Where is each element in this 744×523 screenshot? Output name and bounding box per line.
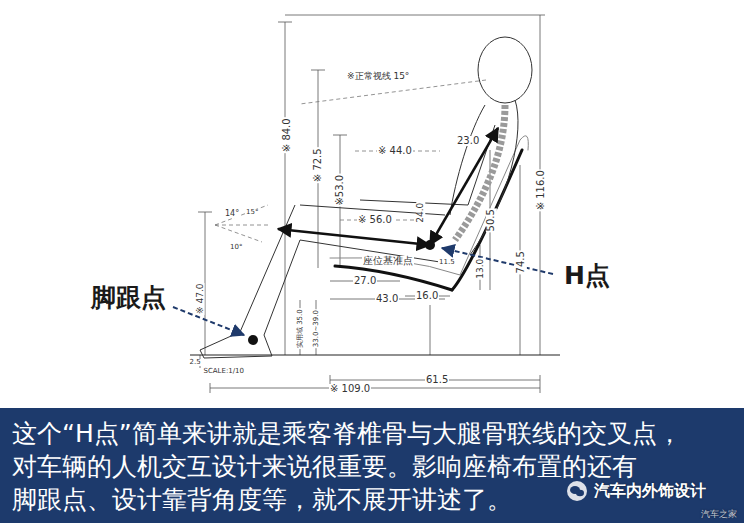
measure-arrow: [278, 128, 498, 245]
sight-line-label: ※正常视线 15°: [346, 72, 410, 81]
human-figure-part: [240, 205, 295, 332]
human-figure: [200, 37, 532, 358]
spine: [455, 105, 505, 240]
callout-arrow-part: [173, 307, 244, 335]
callout-label: 脚跟点: [90, 285, 167, 311]
dimension-line-part: [210, 388, 540, 389]
dimension-label: ※ 44.0: [377, 146, 413, 157]
human-figure-part: [264, 240, 300, 335]
floor-line-part: [190, 354, 560, 355]
angle-label: 10°: [229, 244, 243, 251]
measure-arrow-part: [430, 128, 498, 245]
dimension-line-part: [333, 135, 347, 136]
dimension-line-part: [210, 375, 540, 393]
dimension-label: 61.5: [425, 375, 449, 386]
dimension-label: 13.0: [476, 257, 485, 279]
spine-part: [455, 105, 505, 240]
measure-arrow-part: [278, 229, 430, 245]
callout-label: H点: [563, 263, 611, 289]
callout-arrow: [173, 248, 553, 335]
human-figure-part: [200, 332, 272, 358]
watermark: 汽车内外饰设计: [593, 483, 707, 500]
icon-bubble: [576, 490, 584, 496]
caption-text: 这个“H点”简单来讲就是乘客脊椎骨与大腿骨联线的交叉点， 对车辆的人机交互设计来…: [12, 417, 724, 516]
dimension-label: ※ 116.0: [536, 169, 547, 211]
dimension-label: ※ 109.0: [329, 384, 371, 395]
dimension-label: 24.0: [416, 201, 425, 223]
reference-point-part: [248, 335, 258, 345]
seat-part: [335, 266, 452, 290]
dimension-line-part: [285, 22, 286, 355]
dimension-line-part: [311, 70, 325, 71]
dimension-label: ※ 84.0: [282, 117, 293, 153]
dimension-label: ※ 72.5: [313, 147, 324, 183]
dimension-line-part: [278, 22, 292, 23]
dimension-label: 16.0: [415, 291, 439, 302]
seat-reference-label: 座位基准点: [362, 256, 414, 267]
dimension-line-part: [430, 305, 431, 355]
dimension-label: 50.5: [486, 208, 497, 232]
angle-label: 15°: [245, 209, 259, 216]
reference-line-part: [300, 80, 486, 104]
dimension-label: ※ 56.0: [357, 215, 393, 226]
dimension-label: ※ 47.0: [196, 282, 205, 314]
scale-label: SCALE:1/10: [203, 368, 246, 375]
watermark: 汽车之家: [700, 510, 738, 519]
dimension-label: 33.0~39.0: [312, 309, 319, 348]
dimension-line-part: [285, 15, 545, 16]
reference-point-part: [425, 240, 435, 250]
angle-label: 14°: [224, 210, 240, 218]
dimension-label: 2.5: [189, 359, 202, 366]
seat-part: [452, 150, 522, 290]
wechat-icon: [566, 480, 588, 502]
dimension-label: 23.0: [456, 136, 480, 147]
dimension-label: 27.0: [353, 276, 377, 287]
dimension-line-part: [198, 212, 212, 213]
human-figure-part: [478, 37, 532, 103]
dimension-label: ※53.0: [335, 173, 346, 206]
dimension-label: 43.0: [375, 294, 399, 305]
dimension-label: 实用域 35.0: [296, 308, 303, 349]
human-figure-part: [360, 125, 495, 205]
dimension-label: 11.5: [438, 259, 456, 266]
icon-disc: [567, 481, 587, 501]
dimension-line: [198, 15, 545, 393]
callout-arrow-part: [442, 248, 553, 274]
floor-line: [190, 354, 560, 355]
reference-line-part: [215, 205, 268, 242]
dimension-label: 74.5: [516, 250, 527, 274]
caption-band: 这个“H点”简单来讲就是乘客脊椎骨与大腿骨联线的交叉点， 对车辆的人机交互设计来…: [0, 408, 744, 523]
reference-point: [248, 240, 435, 345]
